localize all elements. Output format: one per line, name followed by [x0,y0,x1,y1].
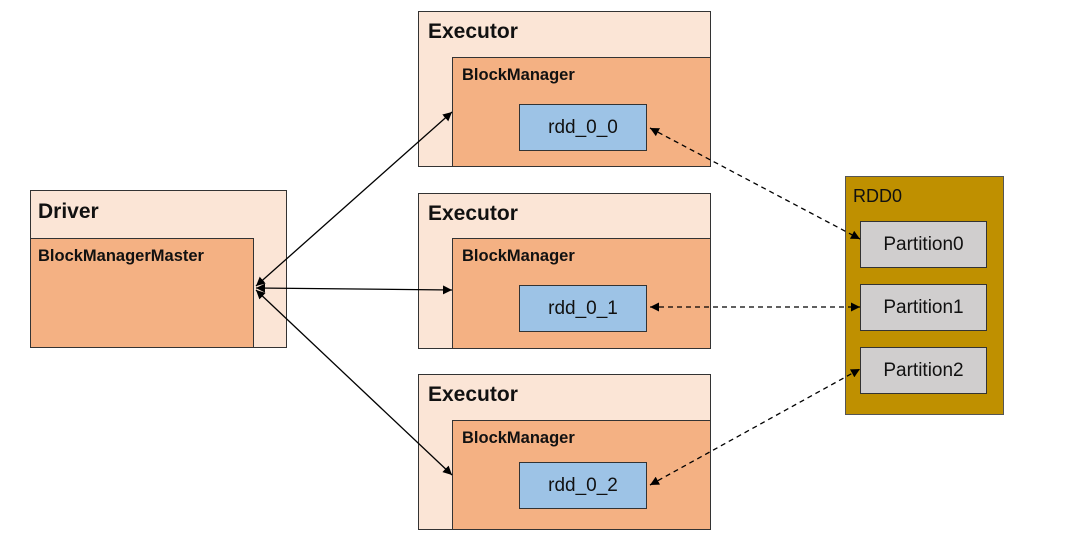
block-rdd-0-0: rdd_0_0 [519,104,647,151]
rdd0-title: RDD0 [853,186,903,206]
blockmanager-label-0: BlockManager [462,66,575,84]
driver-title: Driver [38,200,99,223]
blockmanager-label-1: BlockManager [462,247,575,265]
partition-0: Partition0 [860,221,987,268]
partition-1: Partition1 [860,284,987,331]
dashed-arrow-partition-2 [649,368,861,486]
arrow-driver-executor-0 [255,111,453,287]
block-rdd-0-1: rdd_0_1 [519,285,647,332]
arrow-driver-executor-1 [255,283,453,295]
partition-2: Partition2 [860,347,987,394]
blockmanager-label-2: BlockManager [462,429,575,447]
block-rdd-0-2: rdd_0_2 [519,462,647,509]
dashed-arrow-partition-0 [649,127,861,240]
blockmanagermaster-box [30,238,254,348]
executor-title-0: Executor [428,20,518,43]
arrow-driver-executor-2 [255,289,453,476]
blockmanagermaster-label: BlockManagerMaster [38,247,204,265]
